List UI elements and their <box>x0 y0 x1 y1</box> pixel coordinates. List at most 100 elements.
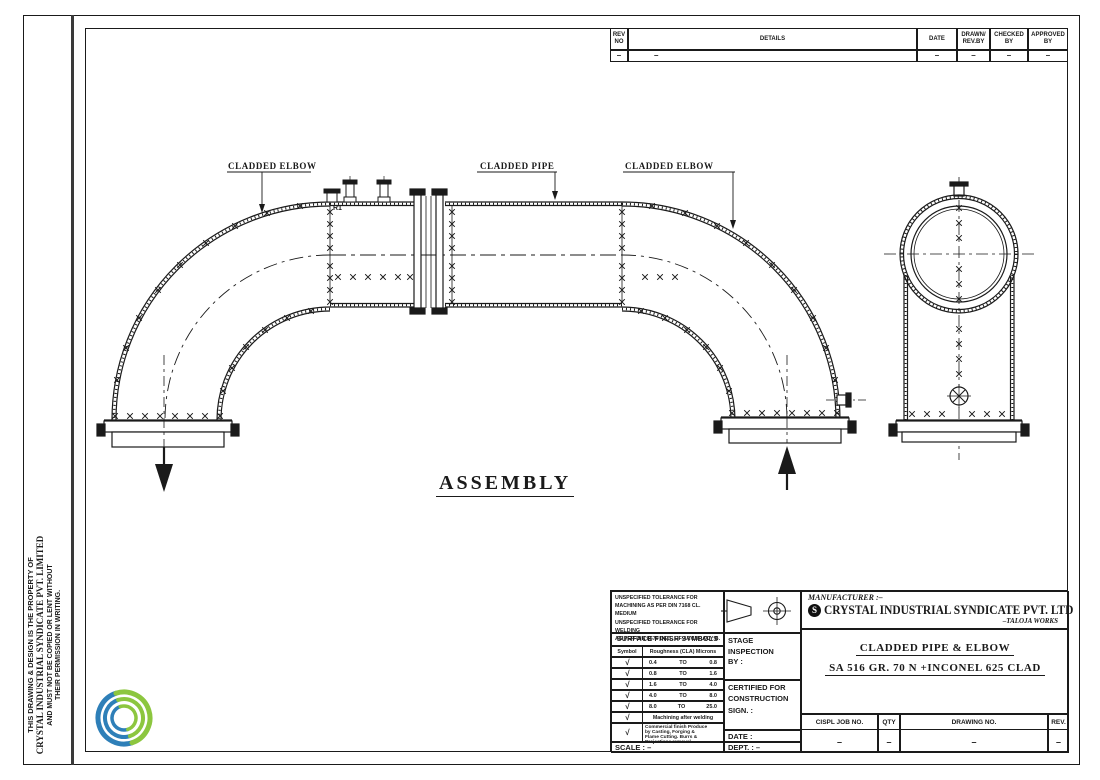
dept-field: DEPT. : – <box>724 742 801 753</box>
drawing-no-value: – <box>971 737 977 747</box>
tolerance-line: UNSPECIFIED TOLERANCE FOR WELDING <box>615 619 698 634</box>
center-flange-joint <box>409 188 448 315</box>
rev-header: REV. <box>1049 715 1068 730</box>
tolerance-line: UNSPECIFIED TOLERANCE FOR <box>615 595 698 601</box>
date-field: DATE : <box>724 730 801 742</box>
roughness-to: TO <box>679 670 687 677</box>
commercial-finish-row: √ Commercial finish Produce by Casting, … <box>611 723 724 745</box>
commercial-finish-note: Commercial finish Produce by Casting, Fo… <box>643 724 723 745</box>
roughness-upto: 1.6 <box>709 670 717 677</box>
roughness-to: TO <box>679 681 687 688</box>
roughness-from: 4.0 <box>649 692 657 699</box>
view-title-assembly: ASSEMBLY <box>436 472 575 497</box>
manufacturer-box: MANUFACTURER :– S CRYSTAL INDUSTRIAL SYN… <box>801 591 1073 629</box>
roughness-col-header: Roughness (CLA) Microns <box>649 648 717 655</box>
symbol-col-header: Symbol <box>612 647 643 656</box>
label-r1: R1 <box>333 205 342 212</box>
stage-line: INSPECTION <box>728 646 774 656</box>
roughness-to: TO <box>677 703 686 710</box>
projection-symbol-box <box>724 591 801 633</box>
checked-header: CHECKED BY <box>990 28 1028 50</box>
manufacturer-name: CRYSTAL INDUSTRIAL SYNDICATE PVT. LTD <box>824 602 1074 617</box>
top-nozzles <box>323 176 392 203</box>
roughness-to: TO <box>679 692 687 699</box>
title-block: UNSPECIFIED TOLERANCE FOR MACHINING AS P… <box>610 590 1073 753</box>
details-header: DETAILS <box>628 28 917 50</box>
roughness-from: 1.6 <box>649 681 657 688</box>
roughness-symbol-icon: √ <box>612 669 643 678</box>
roughness-upto: 0.8 <box>709 659 717 666</box>
stage-line: STAGE <box>728 636 754 645</box>
side-view <box>884 177 1034 460</box>
stage-line: BY : <box>728 657 743 666</box>
weld-marks <box>111 202 1006 420</box>
machining-note: Machining after welding <box>652 714 714 721</box>
flow-arrow-in <box>778 446 796 490</box>
checked-value: – <box>990 50 1028 62</box>
manufacturer-works: –TALOJA WORKS <box>1002 617 1058 625</box>
roughness-symbol-icon: √ <box>612 680 643 689</box>
details-value: – <box>628 50 917 62</box>
left-elbow <box>111 201 331 421</box>
rev-no-value: – <box>610 50 628 62</box>
tolerance-line: AS PER DIN 8570 DEG. OF ACCURACY B. <box>615 636 721 643</box>
rev-no-header: REV NO <box>610 28 628 50</box>
roughness-upto: 25.0 <box>706 703 717 710</box>
leader-lines <box>227 171 736 229</box>
drawing-title: CLADDED PIPE & ELBOW <box>855 642 1015 656</box>
check-symbol-icon: √ <box>612 713 643 722</box>
inner-border <box>85 28 1068 752</box>
cispl-monogram-icon: S <box>808 603 821 617</box>
roughness-to: TO <box>679 659 687 666</box>
tolerance-line: MACHINING AS PER DIN 7168 CL. MEDIUM <box>615 603 701 618</box>
roughness-upto: 4.0 <box>709 681 717 688</box>
check-symbol-icon: √ <box>612 724 643 741</box>
drawing-no-col: DRAWING NO. – <box>900 714 1048 753</box>
certified-box: CERTIFIED FOR CONSTRUCTION SIGN. : <box>724 680 801 730</box>
label-left-elbow: CLADDED ELBOW <box>228 161 317 171</box>
surface-finish-row: √ 4.0 TO 8.0 <box>611 690 724 701</box>
roughness-symbol-icon: √ <box>612 702 643 711</box>
right-elbow <box>621 201 841 421</box>
roughness-from: 0.8 <box>649 670 657 677</box>
projection-symbol <box>721 597 791 625</box>
drawing-title-box: CLADDED PIPE & ELBOW SA 516 GR. 70 N +IN… <box>801 629 1069 714</box>
approved-value: – <box>1028 50 1068 62</box>
cispl-job-no-value: – <box>836 737 842 747</box>
date-value: – <box>917 50 957 62</box>
note-strip-divider <box>71 15 74 765</box>
right-end-flange <box>713 355 857 444</box>
label-right-elbow: CLADDED ELBOW <box>625 161 714 171</box>
certified-line: CONSTRUCTION <box>728 693 789 703</box>
commercial-line: Commercial finish Produce <box>645 725 708 730</box>
roughness-symbol-icon: √ <box>612 691 643 700</box>
straight-pipe <box>329 201 623 308</box>
rev-col: REV. – <box>1048 714 1069 753</box>
machining-row: √ Machining after welding <box>611 712 724 723</box>
outer-border <box>23 15 1080 765</box>
drawn-header: DRAWN/ REV.BY <box>957 28 990 50</box>
company-logo <box>95 689 153 747</box>
rev-value: – <box>1055 737 1061 747</box>
left-end-flange <box>96 355 240 448</box>
stage-inspection-box: STAGE INSPECTION BY : <box>724 633 801 680</box>
flow-arrow-out <box>155 447 173 492</box>
scale-field: SCALE : – <box>611 742 724 753</box>
qty-value: – <box>886 737 892 747</box>
roughness-upto: 8.0 <box>709 692 717 699</box>
surface-finish-row: √ 0.8 TO 1.6 <box>611 668 724 679</box>
commercial-line: by Casting, Forging & <box>645 730 695 736</box>
surface-finish-title: SURFACE FINISH SYMBOLS <box>611 633 724 646</box>
cispl-job-no-header: CISPL JOB NO. <box>802 715 877 730</box>
cispl-job-no-col: CISPL JOB NO. – <box>801 714 878 753</box>
revision-table: REV NO DETAILS DATE DRAWN/ REV.BY CHECKE… <box>610 28 1068 62</box>
side-nozzle <box>826 392 868 408</box>
drawing-no-header: DRAWING NO. <box>901 715 1047 730</box>
drawing-material: SA 516 GR. 70 N +INCONEL 625 CLAD <box>825 662 1045 676</box>
approved-header: APPROVED BY <box>1028 28 1068 50</box>
roughness-symbol-icon: √ <box>612 658 643 667</box>
